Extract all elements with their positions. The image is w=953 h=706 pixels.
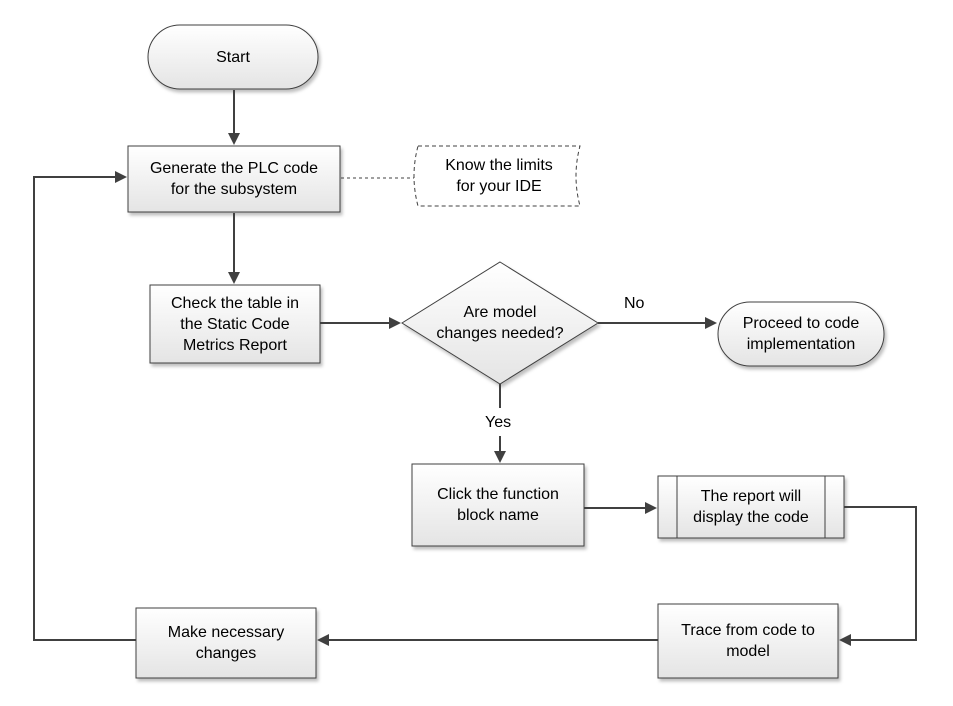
decision-label: Are model changes needed? xyxy=(436,304,564,342)
report-process xyxy=(657,475,845,539)
no-label: No xyxy=(624,295,645,312)
trace-label: Trace from code to model xyxy=(681,622,815,660)
proceed-label: Proceed to code implementation xyxy=(742,315,860,353)
make-box xyxy=(135,607,317,679)
start-terminator xyxy=(147,24,319,90)
click-label: Click the function block name xyxy=(437,486,559,524)
make-label: Make necessary changes xyxy=(167,624,285,662)
generate-label: Generate the PLC code for the subsystem xyxy=(149,160,319,198)
yes-label: Yes xyxy=(485,414,512,431)
trace-box xyxy=(657,603,839,679)
arrow-make-to-generate xyxy=(33,171,136,641)
check-label: Check the table in the Static Code Metri… xyxy=(170,294,300,354)
start-label: Start xyxy=(216,48,250,66)
arrow-report-to-trace xyxy=(839,506,917,646)
generate-box xyxy=(127,145,341,213)
report-label: The report will display the code xyxy=(693,488,809,526)
proceed-terminator xyxy=(717,301,885,367)
click-box xyxy=(411,463,585,547)
note-label: Know the limits for your IDE xyxy=(445,157,553,195)
check-box xyxy=(149,284,321,364)
